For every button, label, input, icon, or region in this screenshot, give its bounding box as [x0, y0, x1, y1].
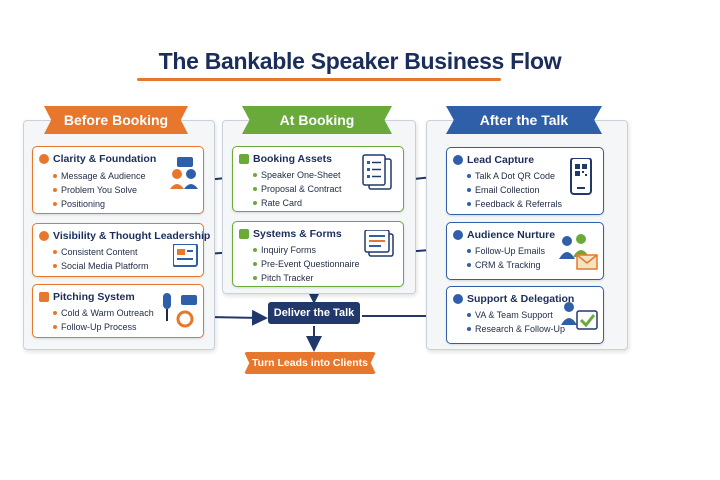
- card-items: Follow-Up Emails CRM & Tracking: [467, 244, 545, 272]
- people-chat-icon: [170, 157, 198, 189]
- list-item: Inquiry Forms: [253, 243, 360, 257]
- column-heading-before-booking: Before Booking: [44, 106, 188, 134]
- list-item: Consistent Content: [53, 245, 149, 259]
- list-item: Rate Card: [253, 196, 342, 210]
- turn-leads-into-clients-label: Turn Leads into Clients: [244, 352, 376, 374]
- list-item: Talk A Dot QR Code: [467, 169, 562, 183]
- card-lead-capture: Lead Capture Talk A Dot QR Code Email Co…: [446, 147, 604, 215]
- card-items: Message & Audience Problem You Solve Pos…: [53, 169, 146, 211]
- list-item: Follow-Up Emails: [467, 244, 545, 258]
- list-item: Pre-Event Questionnaire: [253, 257, 360, 271]
- list-item: Pitch Tracker: [253, 271, 360, 285]
- megaphone-icon: [39, 231, 49, 241]
- card-systems-forms: Systems & Forms Inquiry Forms Pre-Event …: [232, 221, 404, 287]
- deliver-the-talk-label: Deliver the Talk: [268, 302, 360, 324]
- checklist-icon: [239, 229, 249, 239]
- card-items: Speaker One-Sheet Proposal & Contract Ra…: [253, 168, 342, 210]
- calendar-icon: [239, 154, 249, 164]
- list-item: Social Media Platform: [53, 259, 149, 273]
- pie-chart-icon: [453, 155, 463, 165]
- list-item: Speaker One-Sheet: [253, 168, 342, 182]
- title-underline: [137, 78, 501, 81]
- bulb-icon: [39, 154, 49, 164]
- team-check-icon: [561, 302, 598, 330]
- card-title: Booking Assets: [253, 153, 332, 165]
- microphone-icon: [163, 293, 197, 328]
- column-heading-after-the-talk: After the Talk: [446, 106, 602, 134]
- card-title: Systems & Forms: [253, 228, 342, 240]
- presentation-icon: [173, 244, 198, 267]
- qr-phone-icon: [570, 158, 592, 195]
- card-audience-nurture: Audience Nurture Follow-Up Emails CRM & …: [446, 222, 604, 280]
- card-items: Consistent Content Social Media Platform: [53, 245, 149, 273]
- card-title: Lead Capture: [467, 154, 535, 166]
- list-item: Message & Audience: [53, 169, 146, 183]
- page-title: The Bankable Speaker Business Flow: [158, 48, 562, 74]
- card-title: Audience Nurture: [467, 229, 556, 241]
- list-item: Proposal & Contract: [253, 182, 342, 196]
- help-icon: [453, 294, 463, 304]
- list-item: Research & Follow-Up: [467, 322, 565, 336]
- card-booking-assets: Booking Assets Speaker One-Sheet Proposa…: [232, 146, 404, 212]
- list-item: Positioning: [53, 197, 146, 211]
- card-title: Visibility & Thought Leadership: [53, 230, 211, 242]
- list-item: Problem You Solve: [53, 183, 146, 197]
- forms-icon: [364, 230, 394, 257]
- list-item: VA & Team Support: [467, 308, 565, 322]
- card-items: Inquiry Forms Pre-Event Questionnaire Pi…: [253, 243, 360, 285]
- card-support-delegation: Support & Delegation VA & Team Support R…: [446, 286, 604, 344]
- card-clarity-foundation: Clarity & Foundation Message & Audience …: [32, 146, 204, 214]
- card-title: Clarity & Foundation: [53, 153, 157, 165]
- card-items: Cold & Warm Outreach Follow-Up Process: [53, 306, 154, 334]
- person-icon: [453, 230, 463, 240]
- card-items: Talk A Dot QR Code Email Collection Feed…: [467, 169, 562, 211]
- briefcase-icon: [39, 292, 49, 302]
- card-pitching-system: Pitching System Cold & Warm Outreach Fol…: [32, 284, 204, 338]
- list-item: Feedback & Referrals: [467, 197, 562, 211]
- card-items: VA & Team Support Research & Follow-Up: [467, 308, 565, 336]
- arrow-pitching-to-deliver: [207, 309, 268, 326]
- column-heading-at-booking: At Booking: [242, 106, 392, 134]
- list-item: Email Collection: [467, 183, 562, 197]
- card-title: Pitching System: [53, 291, 135, 303]
- list-item: Cold & Warm Outreach: [53, 306, 154, 320]
- list-item: CRM & Tracking: [467, 258, 545, 272]
- document-stack-icon: [362, 154, 392, 190]
- audience-email-icon: [559, 234, 598, 270]
- list-item: Follow-Up Process: [53, 320, 154, 334]
- card-title: Support & Delegation: [467, 293, 575, 305]
- card-visibility-thought-leadership: Visibility & Thought Leadership Consiste…: [32, 223, 210, 277]
